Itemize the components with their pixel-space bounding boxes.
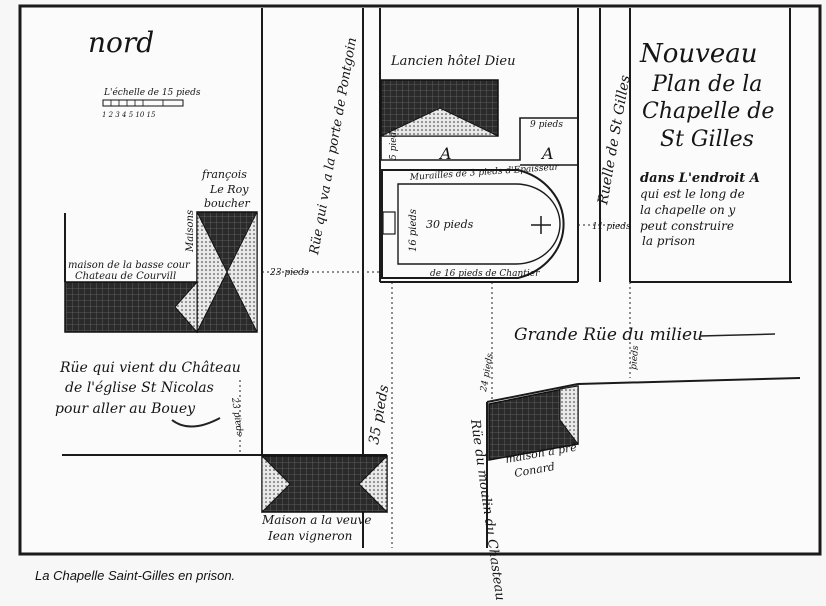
label-francois-1: françois: [201, 168, 247, 181]
title-line-3: Chapelle de: [642, 99, 774, 124]
label-letter-a-right: A: [540, 144, 554, 163]
scale-bar: [102, 99, 184, 107]
building-hotel-dieu: [380, 79, 499, 137]
label-dim-23: 23 pieds: [269, 268, 309, 278]
label-letter-a: A: [438, 144, 452, 163]
building-basse-cour: [64, 280, 198, 334]
label-flourish: [171, 417, 221, 428]
north-label: nord: [88, 26, 154, 59]
label-maison-bassecour-2: Chateau de Courvill: [75, 271, 176, 282]
label-francois-2: Le Roy: [209, 183, 249, 196]
label-francois-3: boucher: [204, 197, 251, 210]
label-maison-bassecour-1: maison de la basse cour: [68, 260, 191, 271]
label-dim-9: 9 pieds: [530, 120, 563, 130]
label-dim-16-chantier: de 16 pieds de Chantier: [430, 269, 540, 279]
title-line-4: St Gilles: [660, 127, 754, 152]
label-dim-30: 30 pieds: [426, 218, 474, 231]
title-line-2: Plan de la: [651, 72, 762, 97]
chapel-enclosure: [380, 117, 579, 279]
figure-caption: La Chapelle Saint-Gilles en prison.: [35, 568, 236, 583]
legend-line-4: peut construire: [640, 219, 734, 233]
label-rue-chateau-2: de l'église St Nicolas: [65, 380, 214, 396]
label-grande-rue: Grande Rüe du milieu: [514, 325, 703, 345]
label-dim-16: 16 pieds: [408, 209, 419, 252]
title-line-1: Nouveau: [639, 39, 757, 69]
grande-rue-underline: [699, 333, 776, 337]
building-pre-conard: [488, 385, 579, 461]
label-dim-pieds-right: pieds: [629, 345, 641, 371]
measure-lines: [239, 224, 631, 548]
legend-line-2: qui est le long de: [640, 187, 745, 201]
scale-label: L'échelle de 15 pieds: [103, 87, 201, 98]
label-dim-5: 5 pieds: [389, 127, 399, 160]
building-veuve-vigneron: [261, 454, 388, 514]
legend-line-3: la chapelle on y: [640, 203, 736, 217]
label-ancien-hotel-dieu: Lancien hôtel Dieu: [390, 54, 515, 69]
building-francois-le-roy: [196, 211, 258, 333]
title-block: Nouveau Plan de la Chapelle de St Gilles…: [639, 39, 774, 248]
label-maisons: Maisons: [185, 210, 196, 253]
label-rue-chateau-1: Rüe qui vient du Château: [59, 360, 241, 376]
label-maison-veuve-1: Maison a la veuve: [261, 513, 371, 527]
scale-ticks: 1 2 3 4 5 10 15: [102, 111, 156, 119]
label-maison-veuve-2: Iean vigneron: [267, 529, 352, 543]
label-dim-11: 11 pieds: [592, 222, 631, 232]
legend-line-5: la prison: [642, 234, 695, 248]
legend-line-1: dans L'endroit A: [640, 171, 760, 186]
label-rue-chateau-3: pour aller au Bouey: [55, 401, 196, 417]
